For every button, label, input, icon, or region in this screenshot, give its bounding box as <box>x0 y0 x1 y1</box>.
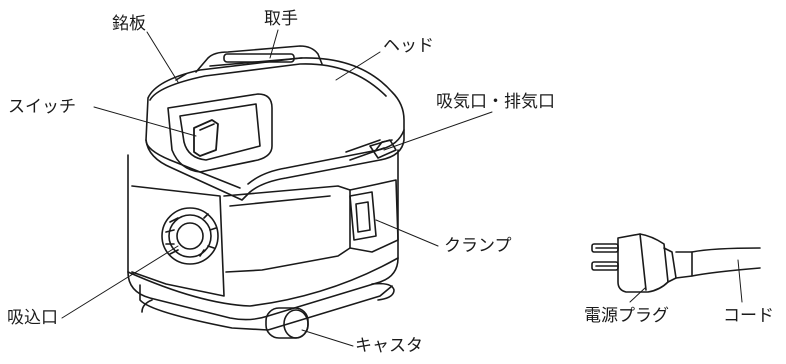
vacuum-cleaner-drawing <box>127 45 405 339</box>
label-caster: キャスタ <box>355 336 423 356</box>
power-plug-drawing <box>591 233 761 293</box>
label-power-plug: 電源プラグ <box>584 306 669 326</box>
label-cord: コード <box>723 306 774 326</box>
leader-lines <box>61 29 743 347</box>
label-clamp: クランプ <box>444 236 512 256</box>
label-handle: 取手 <box>264 9 298 29</box>
label-head: ヘッド <box>383 36 434 56</box>
label-switch: スイッチ <box>8 97 76 117</box>
label-nameplate: 銘板 <box>112 14 146 34</box>
label-intake-exhaust: 吸気口・排気口 <box>436 92 555 112</box>
label-suction-port: 吸込口 <box>7 308 58 328</box>
